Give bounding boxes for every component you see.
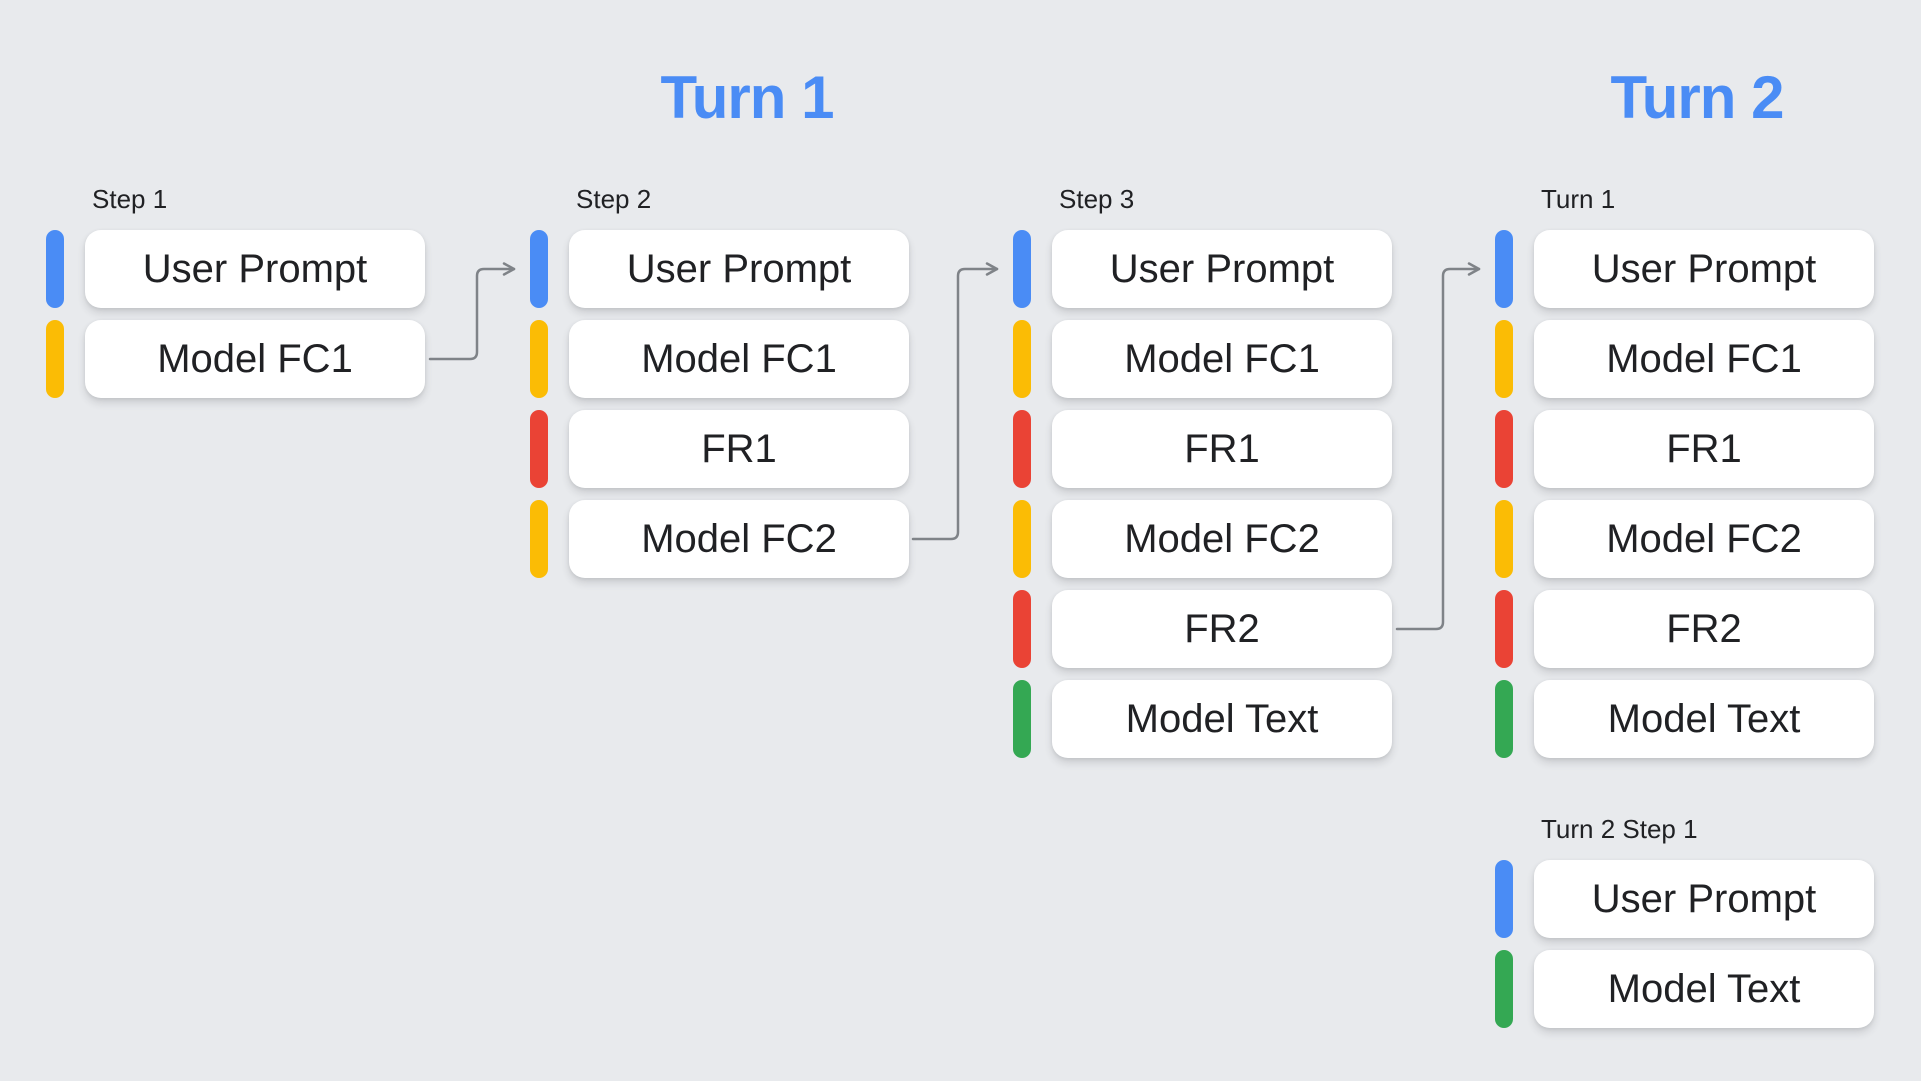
role-color-bar — [1495, 230, 1513, 308]
content-row: Model FC1 — [530, 320, 910, 398]
content-box: Model Text — [1534, 950, 1874, 1028]
content-box: Model FC1 — [85, 320, 425, 398]
content-box: FR2 — [1534, 590, 1874, 668]
column-step-3: Step 3 User Prompt Model FC1 FR1 Model F… — [1013, 184, 1393, 770]
arrow-step2-to-step3 — [911, 262, 999, 541]
content-row: Model FC1 — [46, 320, 426, 398]
content-row: Model FC1 — [1013, 320, 1393, 398]
arrow-step3-to-turn1 — [1395, 262, 1481, 631]
role-color-bar — [530, 410, 548, 488]
role-color-bar — [1495, 950, 1513, 1028]
content-row: Model Text — [1013, 680, 1393, 758]
content-box: User Prompt — [1534, 860, 1874, 938]
content-box: User Prompt — [569, 230, 909, 308]
content-row: User Prompt — [530, 230, 910, 308]
role-color-bar — [1013, 230, 1031, 308]
role-color-bar — [1013, 500, 1031, 578]
role-color-bar — [530, 320, 548, 398]
role-color-bar — [530, 230, 548, 308]
content-box: FR1 — [569, 410, 909, 488]
content-row: FR1 — [530, 410, 910, 488]
content-box: FR1 — [1534, 410, 1874, 488]
role-color-bar — [1495, 320, 1513, 398]
content-box: Model FC2 — [569, 500, 909, 578]
column-label: Step 3 — [1059, 184, 1135, 214]
column-label: Step 2 — [576, 184, 652, 214]
content-box: User Prompt — [85, 230, 425, 308]
content-box: Model FC1 — [1534, 320, 1874, 398]
role-color-bar — [1013, 410, 1031, 488]
content-box: Model FC1 — [1052, 320, 1392, 398]
role-color-bar — [1495, 860, 1513, 938]
title-turn-2: Turn 2 — [1610, 64, 1785, 131]
content-row: FR2 — [1013, 590, 1393, 668]
content-row: User Prompt — [1495, 860, 1875, 938]
content-box: Model FC1 — [569, 320, 909, 398]
role-color-bar — [1495, 680, 1513, 758]
role-color-bar — [1013, 320, 1031, 398]
role-color-bar — [1013, 680, 1031, 758]
column-turn-1-history: Turn 1 User Prompt Model FC1 FR1 Model F… — [1495, 184, 1875, 770]
column-label: Turn 2 Step 1 — [1541, 814, 1698, 844]
role-color-bar — [1013, 590, 1031, 668]
column-step-1: Step 1 User Prompt Model FC1 — [46, 184, 426, 410]
content-row: User Prompt — [1013, 230, 1393, 308]
role-color-bar — [1495, 410, 1513, 488]
content-row: FR1 — [1013, 410, 1393, 488]
content-box: Model FC2 — [1534, 500, 1874, 578]
arrow-step1-to-step2 — [428, 262, 516, 361]
content-box: Model FC2 — [1052, 500, 1392, 578]
content-box: User Prompt — [1052, 230, 1392, 308]
content-row: FR1 — [1495, 410, 1875, 488]
content-box: User Prompt — [1534, 230, 1874, 308]
content-row: Model FC2 — [1495, 500, 1875, 578]
column-label: Step 1 — [92, 184, 168, 214]
content-row: Model Text — [1495, 680, 1875, 758]
content-row: Model FC2 — [530, 500, 910, 578]
content-box: FR1 — [1052, 410, 1392, 488]
content-box: FR2 — [1052, 590, 1392, 668]
role-color-bar — [1495, 500, 1513, 578]
content-row: User Prompt — [46, 230, 426, 308]
content-row: FR2 — [1495, 590, 1875, 668]
column-step-2: Step 2 User Prompt Model FC1 FR1 Model F… — [530, 184, 910, 590]
title-turn-1: Turn 1 — [660, 64, 835, 131]
role-color-bar — [46, 230, 64, 308]
role-color-bar — [46, 320, 64, 398]
column-label: Turn 1 — [1541, 184, 1616, 214]
content-row: Model FC1 — [1495, 320, 1875, 398]
content-row: Model Text — [1495, 950, 1875, 1028]
role-color-bar — [1495, 590, 1513, 668]
role-color-bar — [530, 500, 548, 578]
content-box: Model Text — [1052, 680, 1392, 758]
column-turn-2-step-1: Turn 2 Step 1 User Prompt Model Text — [1495, 814, 1875, 1040]
content-row: User Prompt — [1495, 230, 1875, 308]
content-row: Model FC2 — [1013, 500, 1393, 578]
content-box: Model Text — [1534, 680, 1874, 758]
